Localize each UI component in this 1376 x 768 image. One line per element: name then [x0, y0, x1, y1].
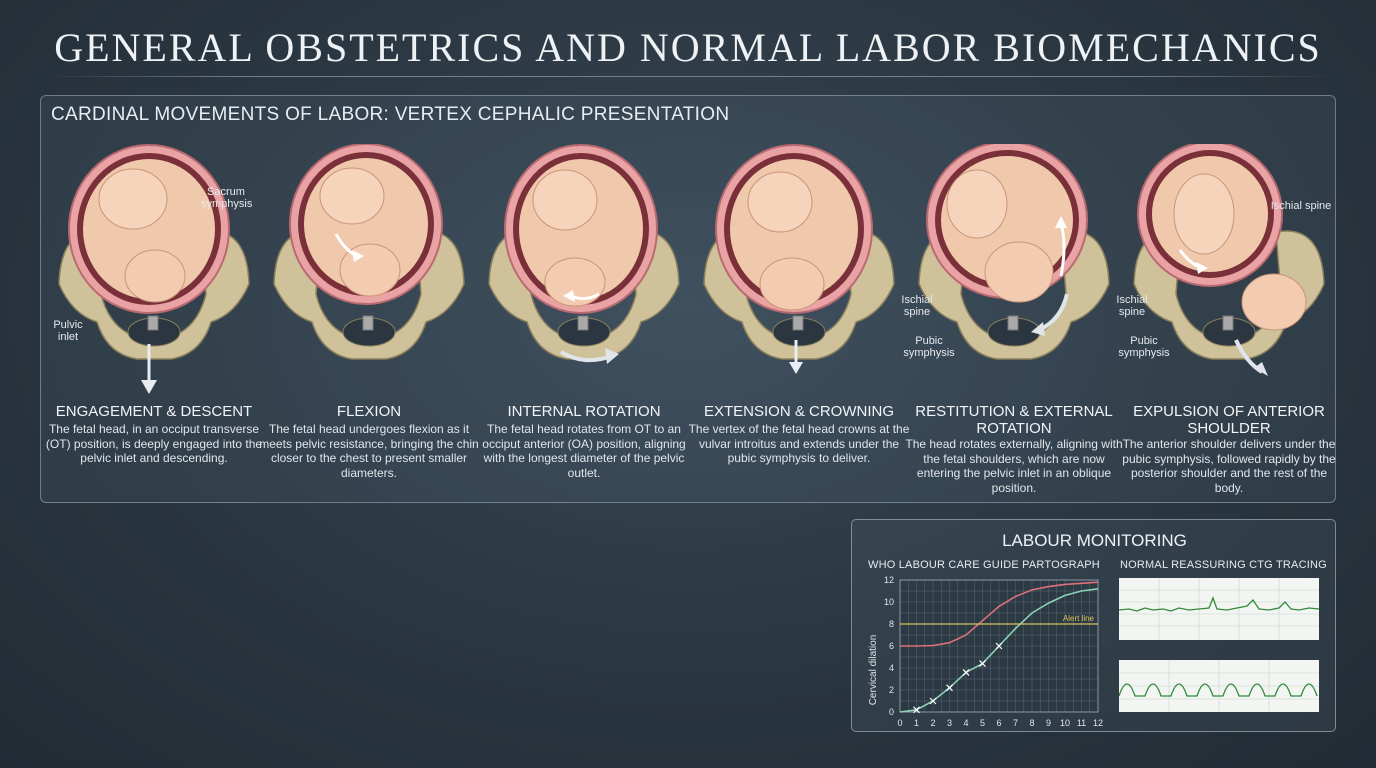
- stage-restitution: Ischial spine Pubic symphysis RESTITUTIO…: [901, 144, 1123, 499]
- ctg-fhr-trace: [1119, 578, 1319, 640]
- dilation-marker: [995, 642, 1003, 650]
- y-tick-label: 0: [889, 707, 894, 717]
- stage-description: The anterior shoulder delivers under the…: [1122, 437, 1336, 495]
- ctg-title: NORMAL REASSURING CTG TRACING: [1120, 559, 1327, 571]
- x-tick-label: 10: [1060, 718, 1070, 728]
- partograph-series: Alert line: [899, 581, 1099, 714]
- y-tick-label: 12: [884, 575, 894, 585]
- internal-rotation-illustration: [488, 144, 680, 364]
- y-tick-label: 10: [884, 597, 894, 607]
- stage-description: The fetal head rotates from OT to an occ…: [482, 422, 686, 480]
- stage-title: INTERNAL ROTATION: [507, 403, 661, 420]
- title-divider: [40, 76, 1336, 77]
- expulsion-illustration: [1133, 144, 1325, 376]
- stage-title: EXPULSION OF ANTERIOR SHOULDER: [1133, 403, 1325, 437]
- x-tick-label: 4: [963, 718, 968, 728]
- x-tick-label: 5: [980, 718, 985, 728]
- stage-flexion: FLEXION The fetal head undergoes flexion…: [259, 144, 479, 499]
- monitoring-title: LABOUR MONITORING: [1002, 531, 1187, 550]
- ctg-uterine-trace: [1119, 660, 1319, 712]
- fhr-trace-line: [1119, 596, 1319, 612]
- alert-line-label: Alert line: [1063, 614, 1095, 623]
- cardinal-movements-panel: CARDINAL MOVEMENTS OF LABOR: VERTEX CEPH…: [40, 95, 1336, 503]
- partograph-title: WHO LABOUR CARE GUIDE PARTOGRAPH: [868, 559, 1100, 571]
- x-tick-label: 1: [914, 718, 919, 728]
- flexion-illustration: [273, 144, 465, 360]
- restitution-illustration: [918, 144, 1110, 360]
- stage-description: The fetal head, in an occiput transverse…: [45, 422, 263, 465]
- pubic-symphysis-label: Pubic symphysis: [903, 335, 955, 359]
- y-tick-label: 6: [889, 641, 894, 651]
- stage-title: RESTITUTION & EXTERNAL ROTATION: [915, 403, 1113, 437]
- x-tick-label: 11: [1077, 718, 1086, 728]
- stage-description: The vertex of the fetal head crowns at t…: [688, 422, 910, 465]
- x-tick-label: 2: [930, 718, 935, 728]
- x-tick-label: 9: [1046, 718, 1051, 728]
- labour-monitoring-panel: LABOUR MONITORING WHO LABOUR CARE GUIDE …: [851, 519, 1336, 732]
- extension-illustration: [703, 144, 895, 374]
- sacrum-label: Sacrum symphysis: [201, 186, 253, 210]
- ischial-spine-label: Ischial spine: [1116, 294, 1148, 318]
- x-tick-label: 6: [996, 718, 1001, 728]
- stage-title: EXTENSION & CROWNING: [703, 403, 894, 420]
- stage-extension: EXTENSION & CROWNING The vertex of the f…: [689, 144, 909, 499]
- stage-title: FLEXION: [336, 403, 402, 420]
- panel-title: CARDINAL MOVEMENTS OF LABOR: VERTEX CEPH…: [51, 104, 730, 125]
- pubic-symphysis-label: Pubic symphysis: [1118, 335, 1170, 359]
- x-tick-label: 12: [1093, 718, 1103, 728]
- stage-expulsion: Ischial spine Ischial spine Pubic symphy…: [1116, 144, 1336, 499]
- engagement-illustration: [58, 144, 250, 394]
- x-tick-label: 8: [1029, 718, 1034, 728]
- pelvic-inlet-label: Pulvic inlet: [53, 319, 83, 343]
- stage-internal-rotation: INTERNAL ROTATION The fetal head rotates…: [481, 144, 687, 499]
- y-axis-label: Cervical dilation: [868, 635, 879, 706]
- ischial-spine-label: Ischial spine: [901, 294, 933, 318]
- stage-description: The fetal head undergoes flexion as it m…: [259, 422, 479, 480]
- ischial-spine-top-label: Ischial spine: [1270, 200, 1332, 212]
- dilation-marker: [929, 697, 937, 705]
- x-tick-label: 0: [897, 718, 902, 728]
- dilation-marker: [913, 706, 920, 714]
- y-tick-label: 4: [889, 663, 894, 673]
- y-tick-label: 2: [889, 685, 894, 695]
- uterine-contraction-line: [1119, 683, 1318, 697]
- x-tick-label: 7: [1013, 718, 1018, 728]
- stage-title: ENGAGEMENT & DESCENT: [55, 403, 253, 420]
- action-curve: [900, 581, 1099, 647]
- y-tick-label: 8: [889, 619, 894, 629]
- dilation-marker: [979, 660, 986, 668]
- partograph-y-ticks: 0 2 4 6 8 10 12: [884, 575, 894, 717]
- page-title: GENERAL OBSTETRICS AND NORMAL LABOR BIOM…: [54, 25, 1322, 70]
- x-tick-label: 3: [947, 718, 952, 728]
- dilation-marker: [946, 684, 953, 692]
- stage-engagement: Sacrum symphysis Pulvic inlet ENGAGEMENT…: [46, 144, 262, 499]
- dilation-marker: [962, 668, 970, 676]
- stage-description: The head rotates externally, aligning wi…: [905, 437, 1123, 495]
